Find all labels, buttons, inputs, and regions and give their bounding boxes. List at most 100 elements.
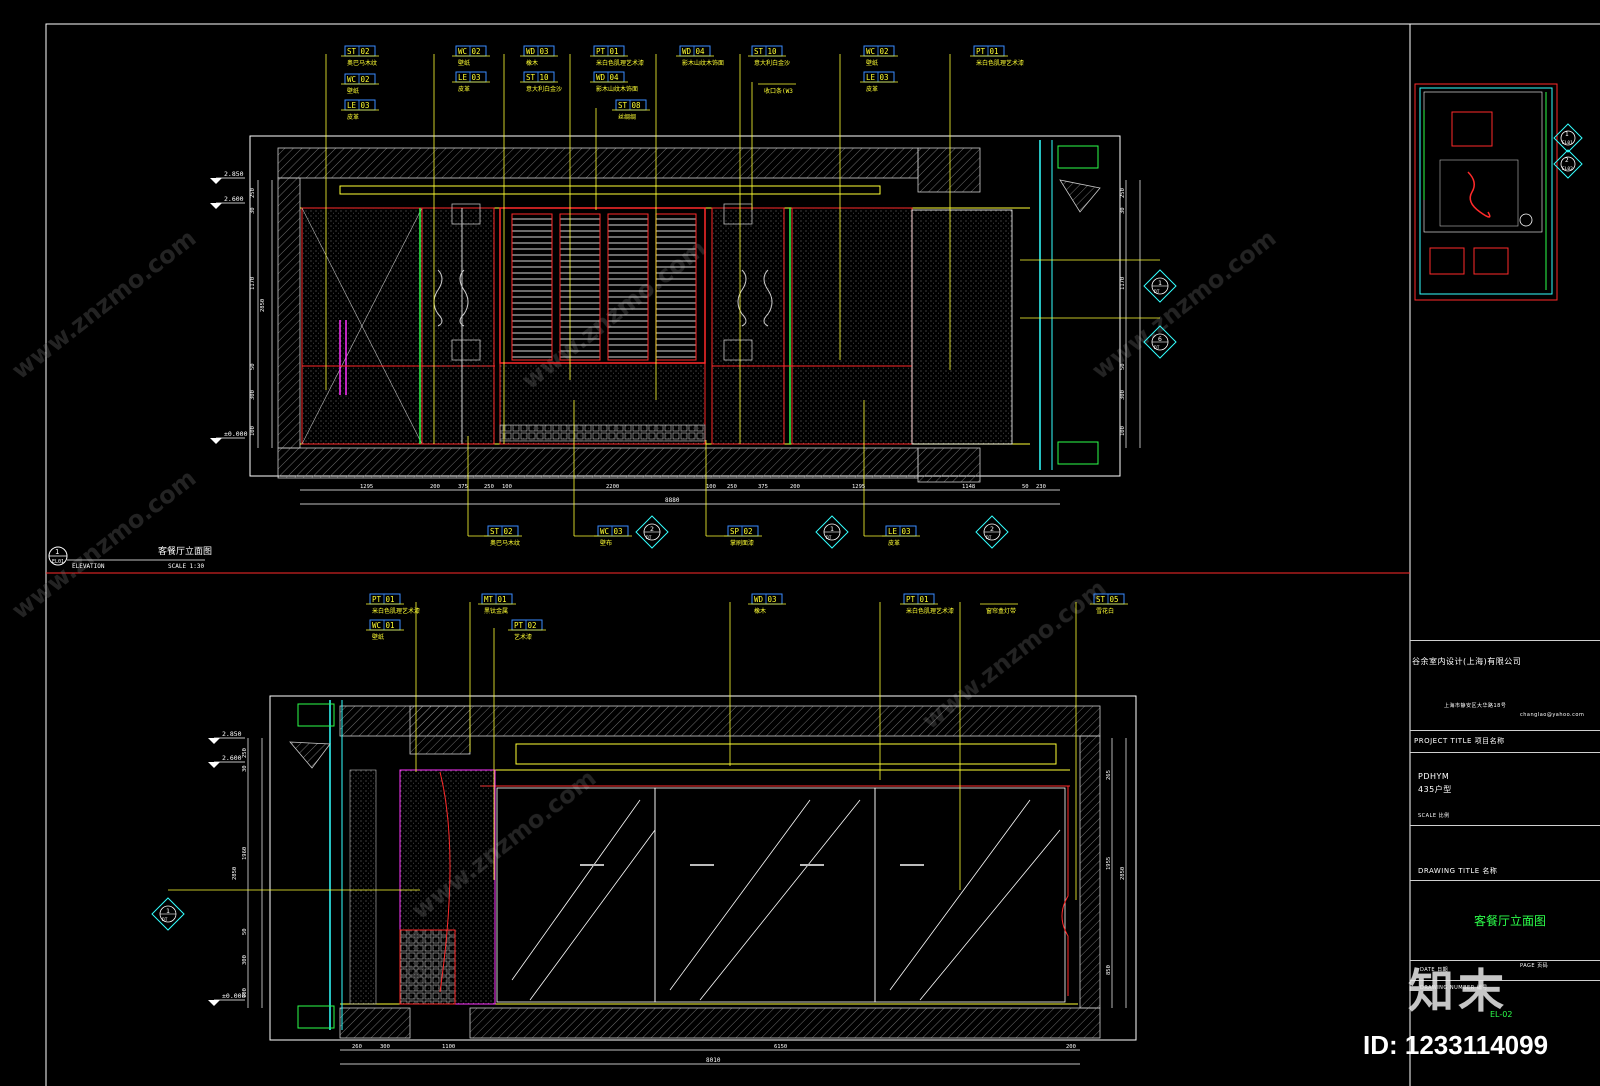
- project-sub: 435户型: [1418, 785, 1452, 794]
- dim-label: 300: [380, 1044, 390, 1050]
- section-marker: [975, 515, 1009, 549]
- material-code: SP 02: [730, 527, 753, 536]
- material-code: PT 02: [514, 621, 537, 630]
- material-name: 奥巴马木纹: [347, 59, 377, 67]
- material-code: WD 04: [596, 73, 619, 82]
- dim-label: 100: [250, 426, 256, 436]
- dim-total: 8010: [706, 1057, 721, 1064]
- material-code: MT 01: [484, 595, 507, 604]
- key-marker-sheet: EL02: [1562, 166, 1573, 172]
- material-code: PT 01: [372, 595, 395, 604]
- section-marker-num: 1: [1158, 279, 1162, 287]
- key-marker-num: 2: [1565, 157, 1569, 164]
- level-mark: 2.850: [224, 170, 244, 178]
- elevation-title: 1 EL01 客餐厅立面图 ELEVATION SCALE 1:30: [48, 545, 212, 570]
- watermark-id: ID: 1233114099: [1363, 1030, 1549, 1060]
- level-mark: ±0.000: [222, 992, 246, 1000]
- material-code: WC 02: [866, 47, 889, 56]
- dim-label: 1960: [242, 847, 248, 860]
- dim-label: 30: [242, 765, 248, 772]
- material-name: 壁布: [600, 539, 612, 547]
- company-email: changlao@yahoo.com: [1520, 712, 1585, 718]
- material-name: 壁纸: [347, 87, 359, 95]
- dim-label: 375: [758, 484, 768, 490]
- elevation-title-text: 客餐厅立面图: [158, 545, 212, 557]
- material-name: 壁纸: [372, 633, 384, 641]
- drawing-title: 客餐厅立面图: [1474, 914, 1547, 928]
- material-name: 米白色肌理艺术漆: [976, 59, 1024, 67]
- material-code: ST 10: [754, 47, 777, 56]
- watermark-text: www.znzmo.com: [6, 464, 201, 625]
- watermark-text: www.znzmo.com: [6, 224, 201, 385]
- material-code: LE 03: [347, 101, 370, 110]
- material-code: WD 03: [754, 595, 777, 604]
- section-marker-sheet: DT: [1154, 345, 1160, 351]
- dim-label: 2850: [232, 867, 238, 880]
- dim-label: 50: [250, 363, 256, 370]
- dim-label: 250: [1120, 188, 1126, 198]
- dim-label: 200: [430, 484, 440, 490]
- material-code: PT 01: [596, 47, 619, 56]
- project-title-label: PROJECT TITLE 项目名称: [1414, 737, 1505, 745]
- section-marker: [635, 515, 669, 549]
- section-marker: [151, 897, 185, 931]
- material-code: WC 02: [458, 47, 481, 56]
- dim-label: 1295: [852, 484, 865, 490]
- material-name: 皮革: [888, 539, 900, 547]
- material-name: 掌刷面漆: [730, 539, 754, 547]
- section-marker-num: 2: [650, 525, 654, 533]
- brand-logo: 知末: [1408, 964, 1508, 1018]
- dim-label: 250: [727, 484, 737, 490]
- level-mark: 2.600: [224, 195, 244, 203]
- company-address: 上海市静安区大华路18号: [1444, 703, 1507, 709]
- material-code: ST 05: [1096, 595, 1119, 604]
- material-code: LE 03: [458, 73, 481, 82]
- dim-label: 1955: [1106, 857, 1112, 870]
- material-name: 艺术漆: [514, 633, 532, 641]
- material-name: 收口条(W3: [764, 87, 793, 95]
- dim-label: 1148: [962, 484, 975, 490]
- page-label: PAGE 页码: [1520, 963, 1549, 969]
- material-name: 皮革: [347, 113, 359, 121]
- dim-label: 100: [242, 988, 248, 998]
- material-name: 影木山纹木饰面: [682, 59, 724, 67]
- dim-label: 300: [250, 390, 256, 400]
- scale-label: SCALE 比例: [1418, 813, 1450, 819]
- elevation-marker-sheet: EL01: [52, 559, 64, 565]
- section-marker-num: 6: [1158, 335, 1162, 343]
- material-code: LE 03: [866, 73, 889, 82]
- dim-label: 850: [1106, 965, 1112, 975]
- dim-label: 200: [790, 484, 800, 490]
- material-code: ST 02: [347, 47, 370, 56]
- section-marker: [1143, 325, 1177, 359]
- level-mark: ±0.000: [224, 430, 248, 438]
- material-code: ST 02: [490, 527, 513, 536]
- dim-label: 2850: [260, 299, 266, 312]
- dim-label: 30: [1120, 207, 1126, 214]
- key-marker-num: 1: [1565, 131, 1569, 138]
- section-marker-num: 1: [830, 525, 834, 533]
- material-code: LE 03: [888, 527, 911, 536]
- elevation-subtitle: ELEVATION: [72, 563, 105, 570]
- dim-total: 8880: [665, 497, 680, 504]
- dim-label: 265: [1106, 770, 1112, 780]
- dim-label: 250: [242, 748, 248, 758]
- dim-label: 50: [242, 928, 248, 935]
- project-name: PDHYM: [1418, 772, 1450, 781]
- material-name: 橡木: [526, 59, 538, 67]
- dim-label: 300: [242, 955, 248, 965]
- dim-label: 200: [1066, 1044, 1076, 1050]
- dim-label: 1100: [442, 1044, 455, 1050]
- issue-label: DATE 日期: [1420, 967, 1449, 973]
- material-name: 壁纸: [866, 59, 878, 67]
- material-code: WD 03: [526, 47, 549, 56]
- material-code: ST 10: [526, 73, 549, 82]
- key-marker-sheet: EL01: [1562, 140, 1573, 146]
- material-name: 壁纸: [458, 59, 470, 67]
- dim-label: 260: [352, 1044, 362, 1050]
- dim-label: 2850: [1120, 867, 1126, 880]
- dim-label: 375: [458, 484, 468, 490]
- section-marker-num: 2: [990, 525, 994, 533]
